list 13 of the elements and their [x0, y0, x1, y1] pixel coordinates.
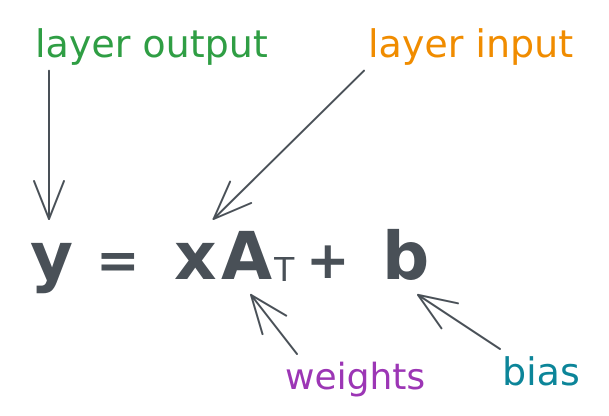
annotation-label: layer input	[368, 23, 574, 67]
annotation-label: layer output	[35, 23, 268, 67]
arrow	[250, 294, 298, 355]
arrow	[212, 70, 365, 220]
equation-variable: x	[174, 219, 217, 295]
equals-sign: =	[96, 232, 140, 292]
arrow	[33, 70, 65, 220]
equation-variable: b	[382, 219, 430, 295]
annotation-label: bias	[502, 351, 580, 395]
arrow	[417, 294, 501, 350]
annotation-label: weights	[285, 357, 426, 398]
equation-variable: y	[30, 219, 74, 295]
plus-sign: +	[306, 232, 350, 292]
